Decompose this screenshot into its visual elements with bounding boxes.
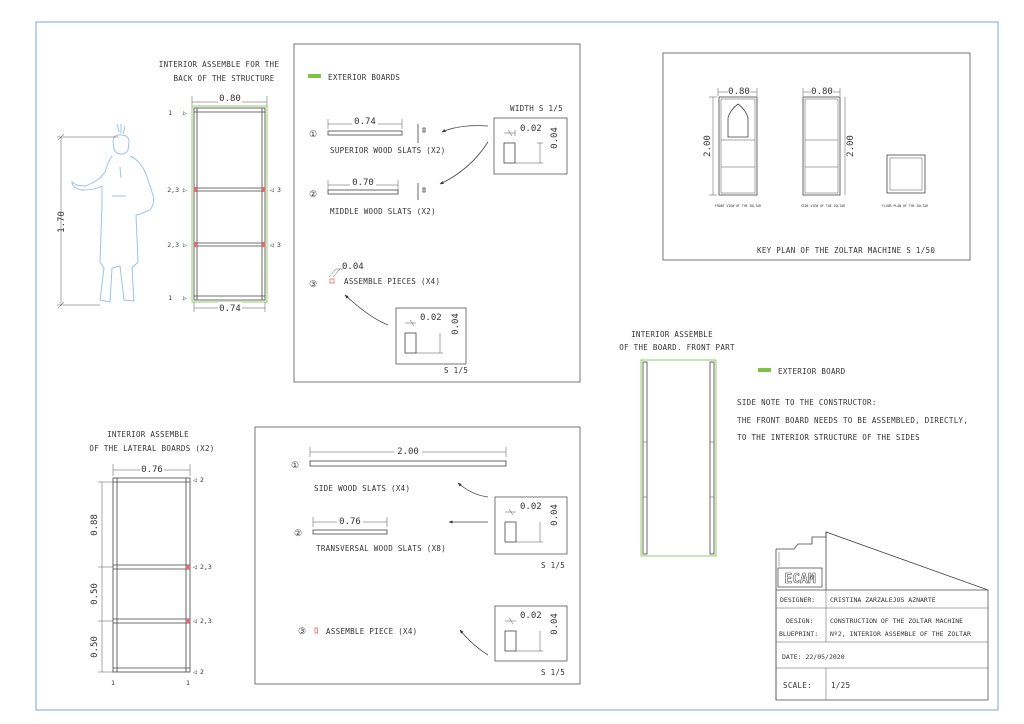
back-marker-left-1: 1 — [168, 109, 172, 117]
back-part2-number: ② — [309, 190, 317, 200]
lateral-title-line2: OF THE LATERAL BOARDS (X2) — [89, 444, 214, 453]
svg-text:▷: ▷ — [183, 186, 187, 194]
back-part3-dim: 0.04 — [342, 262, 364, 272]
key-plan-title: KEY PLAN OF THE ZOLTAR MACHINE S 1/50 — [757, 246, 935, 255]
back-part1-dim: 0.74 — [354, 117, 376, 127]
lateral-marker-right-3: 2,3 — [200, 617, 212, 625]
back-marker-left-3: 2,3 — [167, 241, 179, 249]
lateral-marker-right-1: 2 — [200, 476, 204, 484]
back-part3-number: ③ — [309, 280, 317, 290]
svg-text:◁: ◁ — [270, 186, 274, 194]
back-section1-w: 0.02 — [520, 124, 542, 134]
svg-text:◁: ◁ — [193, 617, 197, 625]
svg-text:◁: ◁ — [193, 476, 197, 484]
human-figure-silhouette — [71, 123, 155, 303]
front-legend: EXTERIOR BOARD — [778, 367, 846, 376]
back-dim-bottom: 0.74 — [219, 304, 241, 314]
svg-text:◁: ◁ — [193, 668, 197, 676]
lateral-marker-bottom-1: 1 — [111, 679, 115, 687]
front-board-drawing: INTERIOR ASSEMBLE OF THE BOARD. FRONT PA… — [619, 330, 968, 557]
scale-value: 1/25 — [831, 681, 850, 690]
lateral-part1-dim: 2.00 — [397, 447, 419, 457]
svg-text:◁: ◁ — [270, 241, 274, 249]
lateral-marker-bottom-2: 1 — [186, 679, 190, 687]
back-parts-legend: EXTERIOR BOARDS — [328, 73, 400, 82]
back-parts-scale: S 1/5 — [444, 366, 468, 375]
lateral-section2-w: 0.02 — [520, 611, 542, 621]
back-dim-top: 0.80 — [219, 94, 241, 104]
back-section2-h: 0.04 — [451, 313, 461, 335]
lateral-section2-h: 0.04 — [550, 613, 560, 635]
back-structure-drawing: INTERIOR ASSEMBLE FOR THE BACK OF THE ST… — [57, 60, 281, 314]
design-value: CONSTRUCTION OF THE ZOLTAR MACHINE — [830, 617, 963, 625]
back-part1-number: ① — [309, 130, 317, 140]
lateral-part1-label: SIDE WOOD SLATS (X4) — [314, 484, 410, 493]
scale-label: SCALE: — [783, 681, 812, 690]
lateral-part3-label: ASSEMBLE PIECE (X4) — [326, 627, 418, 636]
back-marker-right-1: 3 — [277, 186, 281, 194]
lateral-marker-right-2: 2,3 — [200, 563, 212, 571]
lateral-part1-number: ① — [291, 461, 299, 471]
lateral-part2-number: ② — [294, 529, 302, 539]
back-part2-label: MIDDLE WOOD SLATS (X2) — [330, 207, 436, 216]
key-side-width: 0.80 — [811, 87, 833, 97]
lateral-part2-label: TRANSVERSAL WOOD SLATS (X8) — [316, 544, 446, 553]
lateral-marker-right-4: 2 — [200, 668, 204, 676]
lateral-parts-panel: ① 2.00 SIDE WOOD SLATS (X4) ② 0.76 TRANS… — [254, 426, 581, 685]
lateral-scale-1: S 1/5 — [541, 561, 565, 570]
designer-label: DESIGNER: — [780, 596, 815, 604]
svg-text:▷: ▷ — [183, 294, 187, 302]
lateral-dim-1: 0.88 — [90, 514, 100, 536]
key-plan-panel: 0.80 2.00 FRONT VIEW OF THE ZOLTAR 0.80 … — [662, 52, 971, 261]
back-part2-dim: 0.70 — [352, 178, 374, 188]
key-front-height: 2.00 — [703, 135, 713, 157]
blueprint-label: BLUEPRINT: — [779, 630, 818, 638]
svg-text:◁: ◁ — [193, 563, 197, 571]
ecam-logo: ECAM — [784, 572, 815, 587]
back-marker-right-2: 3 — [277, 241, 281, 249]
lateral-section1-h: 0.04 — [550, 504, 560, 526]
lateral-dim-2: 0.50 — [90, 583, 100, 605]
lateral-structure-drawing: INTERIOR ASSEMBLE OF THE LATERAL BOARDS … — [89, 430, 214, 687]
lateral-section1-w: 0.02 — [520, 502, 542, 512]
back-part1-label: SUPERIOR WOOD SLATS (X2) — [330, 146, 446, 155]
key-front-width: 0.80 — [728, 87, 750, 97]
front-note-line1: SIDE NOTE TO THE CONSTRUCTOR: — [737, 398, 877, 407]
back-section2-w: 0.02 — [420, 313, 442, 323]
lateral-part2-dim: 0.76 — [339, 517, 361, 527]
back-marker-left-4: 1 — [168, 294, 172, 302]
lateral-dim-3: 0.50 — [90, 636, 100, 658]
lateral-dim-top: 0.76 — [141, 465, 163, 475]
title-block: ECAM DESIGNER: CRISTINA ZARZALEJOS AZNAR… — [775, 531, 989, 701]
lateral-part3-number: ③ — [298, 627, 306, 637]
key-caption-floor: FLOOR PLAN OF THE ZOLTAR — [882, 204, 928, 208]
date-value: DATE: 22/05/2020 — [782, 653, 845, 661]
front-title-line1: INTERIOR ASSEMBLE — [631, 330, 713, 339]
key-caption-side: SIDE VIEW OF THE ZOLTAR — [801, 204, 845, 208]
lateral-title-line1: INTERIOR ASSEMBLE — [107, 430, 189, 439]
back-marker-left-2: 2,3 — [167, 186, 179, 194]
designer-value: CRISTINA ZARZALEJOS AZNARTE — [830, 596, 936, 604]
back-section1-h: 0.04 — [550, 127, 560, 149]
design-label: DESIGN: — [786, 617, 813, 625]
key-side-height: 2.00 — [846, 135, 856, 157]
back-parts-width-label: WIDTH S 1/5 — [510, 104, 563, 113]
front-note-line2: THE FRONT BOARD NEEDS TO BE ASSEMBLED, D… — [737, 416, 968, 425]
back-title-line1: INTERIOR ASSEMBLE FOR THE — [159, 60, 280, 69]
svg-text:▷: ▷ — [183, 109, 187, 117]
front-note-line3: TO THE INTERIOR STRUCTURE OF THE SIDES — [737, 433, 920, 442]
sheet-frame — [35, 21, 999, 711]
svg-text:▷: ▷ — [183, 241, 187, 249]
blueprint-value: Nº2, INTERIOR ASSEMBLE OF THE ZOLTAR — [830, 630, 971, 638]
back-title-line2: BACK OF THE STRUCTURE — [173, 74, 274, 83]
lateral-scale-2: S 1/5 — [541, 668, 565, 677]
back-parts-panel: EXTERIOR BOARDS WIDTH S 1/5 ① 0.74 SUPER… — [293, 43, 581, 383]
back-part3-label: ASSEMBLE PIECES (X4) — [344, 277, 440, 286]
key-caption-front: FRONT VIEW OF THE ZOLTAR — [715, 204, 761, 208]
figure-height-dim: 1.70 — [57, 211, 67, 233]
front-title-line2: OF THE BOARD. FRONT PART — [619, 343, 735, 352]
